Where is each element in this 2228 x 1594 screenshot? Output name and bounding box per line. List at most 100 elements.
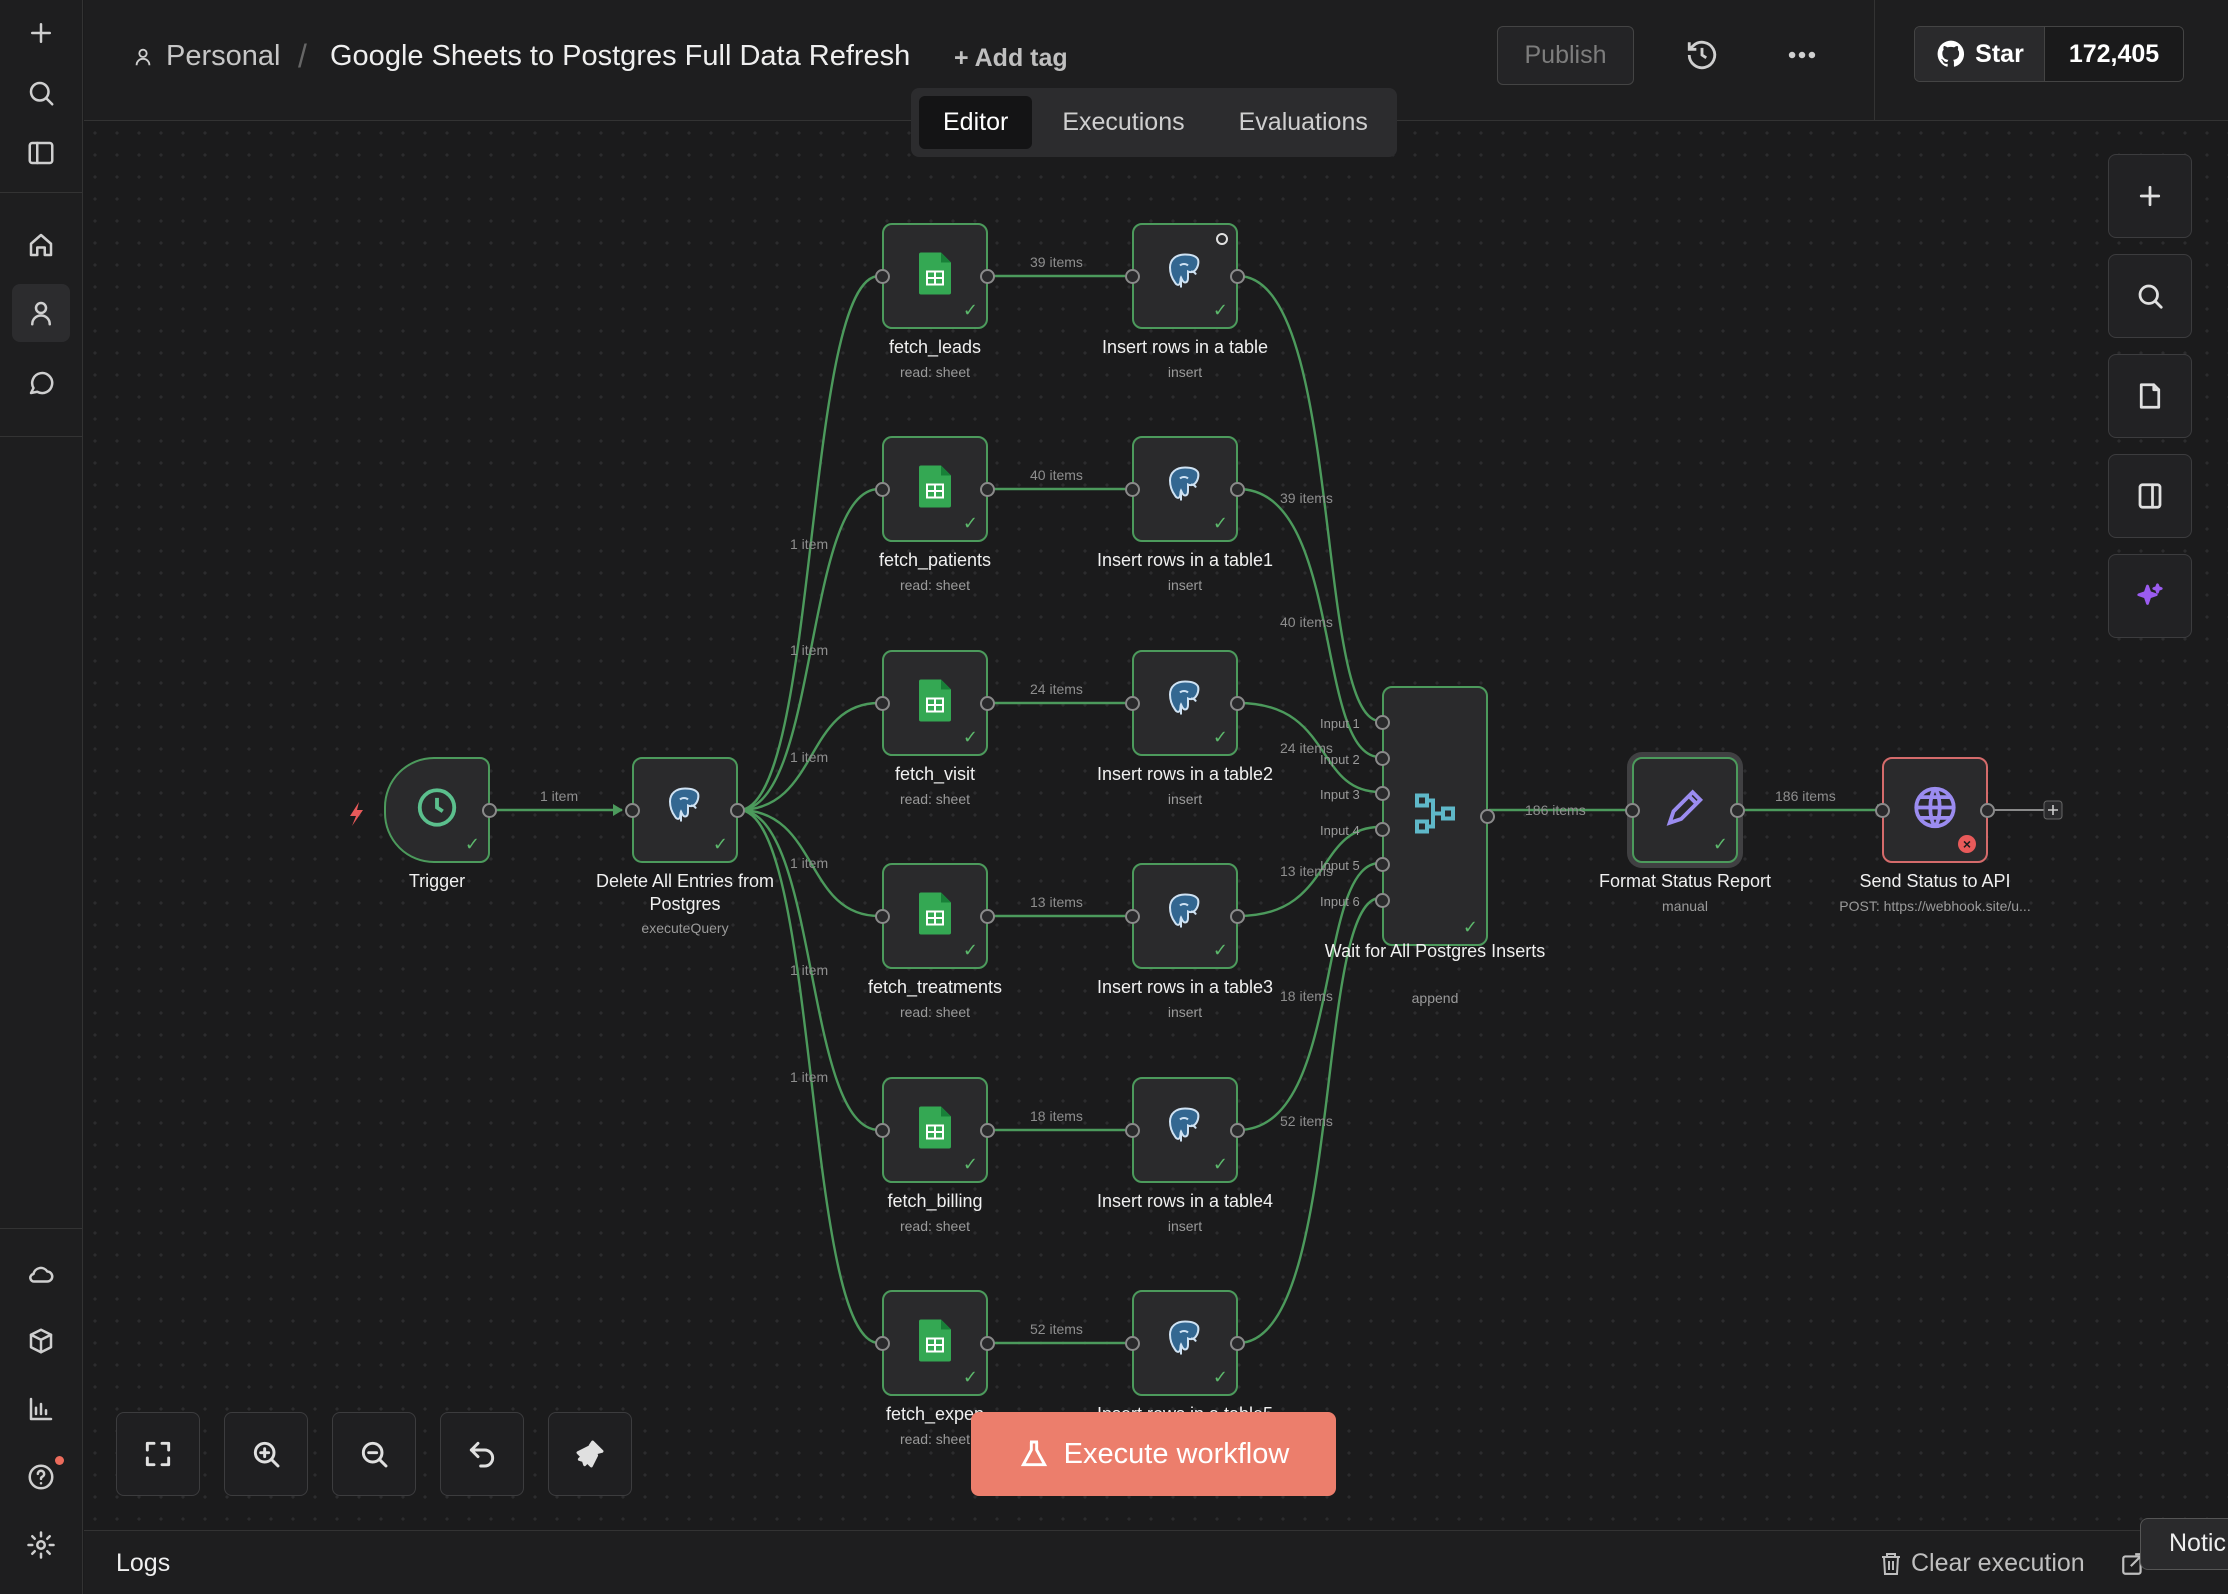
input-port[interactable] bbox=[625, 802, 640, 818]
output-port[interactable] bbox=[482, 802, 497, 818]
input-port[interactable] bbox=[875, 908, 890, 924]
output-port[interactable] bbox=[730, 802, 745, 818]
input-port[interactable] bbox=[875, 695, 890, 711]
more-options-button[interactable] bbox=[1785, 38, 1819, 72]
output-port[interactable] bbox=[980, 908, 995, 924]
output-port[interactable] bbox=[980, 268, 995, 284]
node-fetch-billing[interactable]: ✓ bbox=[875, 1077, 995, 1183]
edge-insert3-merge[interactable] bbox=[1237, 825, 1381, 918]
add-tag-button[interactable]: + Add tag bbox=[954, 44, 1068, 72]
node-fetch-expenses[interactable]: ✓ bbox=[875, 1290, 995, 1396]
output-port[interactable] bbox=[1730, 802, 1745, 818]
node-send-status-api[interactable]: × bbox=[1875, 757, 1995, 863]
output-port[interactable] bbox=[980, 1122, 995, 1138]
edge-delete-fetch-billing[interactable] bbox=[738, 808, 880, 1132]
input-port[interactable] bbox=[1875, 802, 1890, 818]
search-button[interactable] bbox=[12, 64, 70, 122]
github-star-label-group[interactable]: Star bbox=[1915, 27, 2045, 81]
toggle-sidebar-button[interactable] bbox=[12, 124, 70, 182]
add-node-button[interactable] bbox=[2108, 154, 2192, 238]
search-nodes-button[interactable] bbox=[2108, 254, 2192, 338]
publish-button[interactable]: Publish bbox=[1497, 26, 1634, 85]
output-port[interactable] bbox=[980, 695, 995, 711]
node-insert-rows-0[interactable]: ✓ bbox=[1125, 223, 1245, 329]
output-port[interactable] bbox=[1980, 802, 1995, 818]
output-port[interactable] bbox=[1480, 808, 1495, 824]
input-port-5[interactable] bbox=[1375, 857, 1390, 872]
workflow-title[interactable]: Google Sheets to Postgres Full Data Refr… bbox=[330, 40, 911, 72]
edge-insert5-merge[interactable] bbox=[1237, 896, 1381, 1345]
add-sticky-note-button[interactable] bbox=[2108, 354, 2192, 438]
input-port-3[interactable] bbox=[1375, 786, 1390, 801]
fit-view-button[interactable] bbox=[116, 1412, 200, 1496]
ai-assistant-button[interactable] bbox=[2108, 554, 2192, 638]
chat-button[interactable] bbox=[12, 354, 70, 412]
edge-insert2-merge[interactable] bbox=[1237, 701, 1381, 794]
node-trigger[interactable]: ✓ bbox=[384, 757, 497, 863]
input-port-6[interactable] bbox=[1375, 893, 1390, 908]
input-port-4[interactable] bbox=[1375, 822, 1390, 837]
input-port[interactable] bbox=[1125, 481, 1140, 497]
node-insert-rows-2[interactable]: ✓ bbox=[1125, 650, 1245, 756]
node-fetch-patients[interactable]: ✓ bbox=[875, 436, 995, 542]
input-port[interactable] bbox=[1125, 268, 1140, 284]
history-button[interactable] bbox=[1685, 38, 1719, 72]
edge-delete-fetch-patients[interactable] bbox=[738, 487, 880, 812]
input-port[interactable] bbox=[875, 1122, 890, 1138]
home-button[interactable] bbox=[12, 216, 70, 274]
output-port[interactable] bbox=[980, 1335, 995, 1351]
node-insert-rows-4[interactable]: ✓ bbox=[1125, 1077, 1245, 1183]
input-port[interactable] bbox=[1125, 695, 1140, 711]
input-port-1[interactable] bbox=[1375, 715, 1390, 730]
tab-editor[interactable]: Editor bbox=[919, 96, 1033, 149]
tab-executions[interactable]: Executions bbox=[1062, 108, 1185, 136]
edge-insert1-merge[interactable] bbox=[1237, 487, 1381, 759]
insights-button[interactable] bbox=[12, 1380, 70, 1438]
output-port[interactable] bbox=[980, 481, 995, 497]
create-button[interactable] bbox=[12, 4, 70, 62]
node-fetch-leads[interactable]: ✓ bbox=[875, 223, 995, 329]
tab-evaluations[interactable]: Evaluations bbox=[1238, 108, 1368, 136]
logs-title[interactable]: Logs bbox=[116, 1549, 171, 1577]
output-port[interactable] bbox=[1230, 695, 1245, 711]
input-port[interactable] bbox=[1625, 802, 1640, 818]
edge-delete-fetch-expenses[interactable] bbox=[738, 808, 880, 1345]
notice-toast[interactable]: Notic bbox=[2140, 1518, 2228, 1570]
node-fetch-visit[interactable]: ✓ bbox=[875, 650, 995, 756]
edge-delete-fetch-visit[interactable] bbox=[738, 701, 880, 812]
edge-insert4-merge[interactable] bbox=[1237, 861, 1381, 1132]
clear-execution-data-button[interactable] bbox=[548, 1412, 632, 1496]
edge-delete-fetch-treatments[interactable] bbox=[738, 808, 880, 918]
input-port[interactable] bbox=[1125, 908, 1140, 924]
node-delete-entries[interactable]: ✓ bbox=[625, 757, 745, 863]
help-button[interactable] bbox=[12, 1448, 70, 1506]
node-insert-rows-3[interactable]: ✓ bbox=[1125, 863, 1245, 969]
output-port[interactable] bbox=[1230, 1335, 1245, 1351]
templates-button[interactable] bbox=[12, 1312, 70, 1370]
input-port-2[interactable] bbox=[1375, 751, 1390, 766]
node-fetch-treatments[interactable]: ✓ bbox=[875, 863, 995, 969]
output-port[interactable] bbox=[1230, 908, 1245, 924]
input-port[interactable] bbox=[1125, 1122, 1140, 1138]
clear-execution-button[interactable]: Clear execution bbox=[1879, 1549, 2085, 1578]
settings-button[interactable] bbox=[12, 1516, 70, 1574]
input-port[interactable] bbox=[875, 481, 890, 497]
edge-delete-fetch-leads[interactable] bbox=[738, 274, 880, 812]
zoom-in-button[interactable] bbox=[224, 1412, 308, 1496]
toggle-panel-button[interactable] bbox=[2108, 454, 2192, 538]
zoom-out-button[interactable] bbox=[332, 1412, 416, 1496]
node-insert-rows-1[interactable]: ✓ bbox=[1125, 436, 1245, 542]
output-port[interactable] bbox=[1230, 268, 1245, 284]
edge-insert0-merge[interactable] bbox=[1237, 274, 1381, 723]
undo-button[interactable] bbox=[440, 1412, 524, 1496]
personal-button[interactable] bbox=[12, 284, 70, 342]
input-port[interactable] bbox=[1125, 1335, 1140, 1351]
output-port[interactable] bbox=[1230, 481, 1245, 497]
output-port[interactable] bbox=[1230, 1122, 1245, 1138]
workflow-canvas[interactable]: 1 item 1 item 1 item 1 item 1 item 1 ite… bbox=[84, 122, 2228, 1530]
input-port[interactable] bbox=[875, 1335, 890, 1351]
node-format-status-report[interactable]: ✓ bbox=[1625, 757, 1745, 863]
input-port[interactable] bbox=[875, 268, 890, 284]
github-star-button[interactable]: Star 172,405 bbox=[1914, 26, 2184, 82]
logs-panel-bar[interactable]: Logs Clear execution bbox=[84, 1530, 2228, 1594]
